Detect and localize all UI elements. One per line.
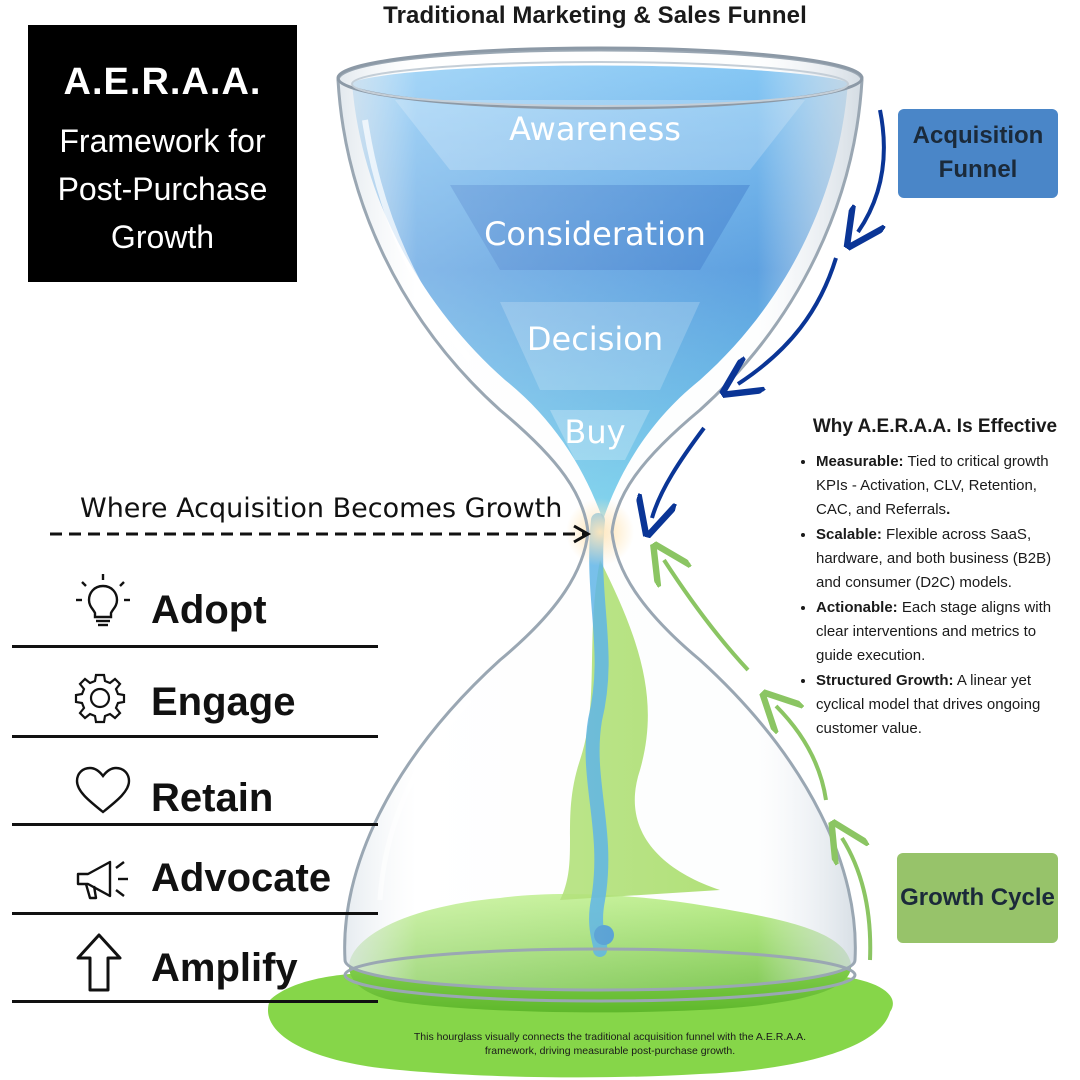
funnel-stage-buy: Buy — [564, 413, 626, 451]
why-effective-panel: Why A.E.R.A.A. Is Effective Measurable: … — [794, 416, 1076, 742]
framework-subtitle-line: Framework for — [59, 123, 266, 159]
why-item-scalable: Scalable: Flexible across SaaS, hardware… — [816, 523, 1076, 595]
glass-rim — [336, 46, 864, 110]
why-item-term: Actionable: — [816, 599, 898, 616]
aeraa-step-retain: Retain — [12, 752, 378, 834]
growth-arrow-1 — [842, 838, 873, 961]
acquisition-funnel-tag: Acquisition Funnel — [898, 109, 1058, 198]
step-divider — [12, 645, 378, 648]
aeraa-step-label: Amplify — [151, 946, 298, 990]
why-item-end: . — [946, 501, 951, 518]
why-item-measurable: Measurable: Tied to critical growth KPIs… — [816, 450, 1076, 522]
aeraa-step-label: Retain — [151, 776, 274, 820]
step-divider — [12, 912, 378, 915]
why-item-term: Structured Growth: — [816, 672, 954, 689]
why-item-actionable: Actionable: Each stage aligns with clear… — [816, 596, 1076, 668]
framework-subtitle-line: Growth — [110, 219, 215, 255]
gear-icon — [74, 673, 126, 724]
growth-arrow-2 — [776, 706, 828, 801]
funnel-stage-decision: Decision — [526, 320, 664, 358]
lightbulb-icon — [76, 574, 130, 627]
glass-rim-inner — [351, 61, 849, 107]
transition-arrow-head — [573, 524, 592, 544]
aeraa-step-engage: Engage — [12, 660, 378, 742]
step-divider — [12, 1000, 378, 1003]
glass-body — [336, 48, 864, 992]
step-divider — [12, 735, 378, 738]
why-effective-title: Why A.E.R.A.A. Is Effective — [812, 416, 1058, 437]
step-divider — [12, 823, 378, 826]
acquisition-arrow-3 — [652, 426, 706, 518]
framework-acronym: A.E.R.A.A. — [63, 61, 262, 103]
why-item-term: Scalable: — [816, 526, 882, 543]
funnel-stage-consideration: Consideration — [484, 215, 706, 253]
funnel-stage-awareness: Awareness — [509, 110, 681, 148]
framework-title-box: A.E.R.A.A. Framework for Post-Purchase G… — [28, 25, 297, 282]
page-title: Traditional Marketing & Sales Funnel — [383, 2, 807, 29]
heart-icon — [75, 766, 131, 814]
why-item-text: Tied to critical growth KPIs - Activatio… — [816, 453, 1049, 518]
growth-arrow-3 — [664, 560, 750, 672]
why-item-text: Each stage aligns with clear interventio… — [816, 599, 1052, 664]
growth-cycle-tag: Growth Cycle — [897, 853, 1058, 943]
framework-subtitle: Framework for Post-Purchase Growth — [28, 117, 297, 261]
acquisition-tag-line: Acquisition — [912, 122, 1044, 149]
aeraa-step-amplify: Amplify — [12, 926, 378, 1008]
aeraa-step-label: Advocate — [151, 856, 332, 900]
transition-label: Where Acquisition Becomes Growth — [80, 493, 563, 524]
aeraa-step-label: Adopt — [151, 588, 267, 632]
acquisition-arrow-1 — [858, 109, 886, 232]
aeraa-step-advocate: Advocate — [12, 838, 378, 920]
arrow-up-icon — [76, 933, 122, 992]
acquisition-arrow-2 — [738, 257, 838, 384]
why-item-term: Measurable: — [816, 453, 904, 470]
glass-base — [343, 947, 857, 1003]
why-item-text: Flexible across SaaS, hardware, and both… — [816, 526, 1052, 591]
why-effective-list: Measurable: Tied to critical growth KPIs… — [794, 450, 1076, 741]
framework-subtitle-line: Post-Purchase — [57, 171, 268, 207]
footnote: This hourglass visually connects the tra… — [413, 1031, 807, 1057]
acquisition-tag-line: Funnel — [938, 156, 1018, 183]
aeraa-step-label: Engage — [151, 680, 296, 724]
why-item-text: A linear yet cyclical model that drives … — [816, 672, 1041, 737]
glass-highlight-lower — [377, 698, 472, 901]
glass-highlight — [362, 119, 473, 362]
megaphone-icon — [76, 860, 128, 900]
why-item-structured-growth: Structured Growth: A linear yet cyclical… — [816, 669, 1076, 741]
aeraa-step-adopt: Adopt — [12, 568, 378, 650]
